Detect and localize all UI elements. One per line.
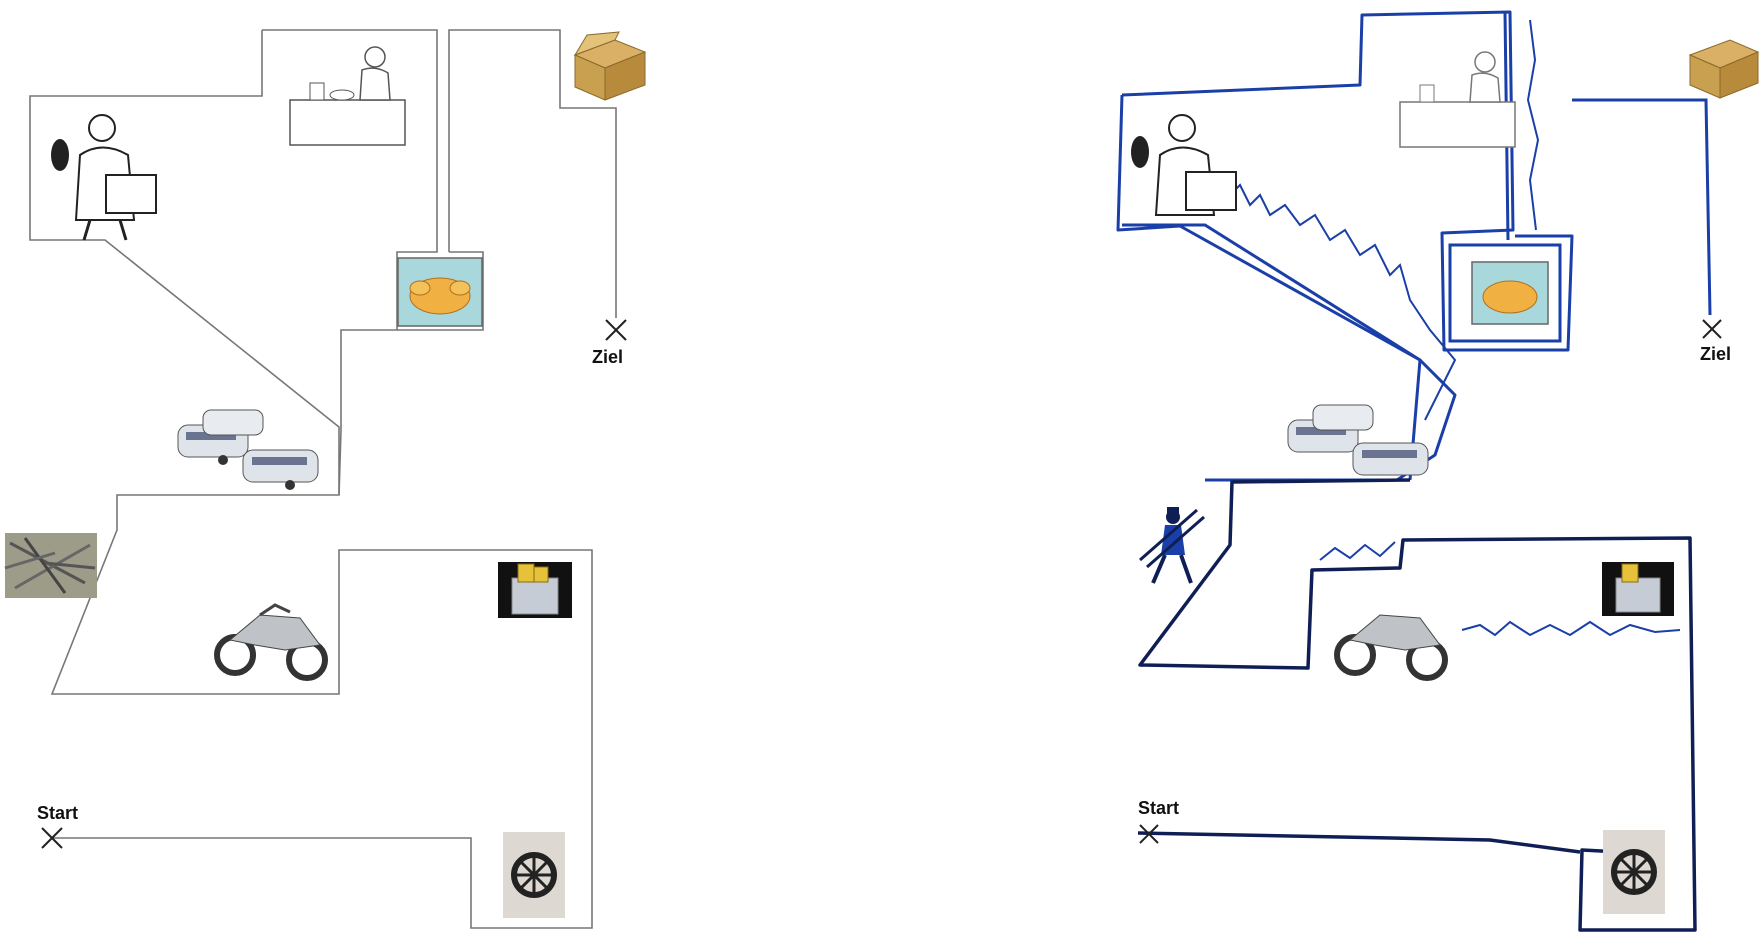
cardboard-box-icon [1688, 39, 1760, 99]
motorcycle-icon [214, 603, 328, 681]
corridor-outline-upper [29, 30, 340, 495]
drawn-path-zigzag-upper [1209, 179, 1457, 421]
start-marker [41, 827, 63, 849]
chef-counter-icon [289, 46, 406, 146]
drawn-path-lower [1138, 478, 1697, 932]
start-label: Start [37, 803, 79, 823]
goal-label: Ziel [1700, 344, 1732, 364]
drawn-path-start [1137, 831, 1581, 854]
chef-counter-icon [1399, 51, 1516, 148]
drawn-path-zigzag-lower [1461, 620, 1681, 637]
maze-outline [4, 29, 647, 929]
drawn-path-upper [1121, 10, 1574, 352]
drawn-path-zigzag-mid [1319, 541, 1396, 561]
goal-marker [605, 319, 627, 341]
butcher-icon [1131, 114, 1237, 216]
maze-drawing [1116, 10, 1760, 932]
drawn-maze-panel: Start Ziel [1110, 0, 1760, 949]
roast-chicken-icon [397, 257, 483, 327]
drawn-path-vertical-2 [1526, 19, 1540, 231]
toaster-icon [1602, 562, 1674, 616]
drawn-path-middle [1122, 223, 1422, 481]
wheel-icon [1603, 830, 1665, 914]
drawn-path-goal-arm [1572, 98, 1712, 316]
corridor-outline [50, 30, 591, 928]
butcher-icon [51, 114, 157, 241]
cardboard-box-icon [573, 31, 647, 101]
start-marker [1139, 824, 1159, 844]
toaster-icon [498, 562, 572, 618]
start-label: Start [1138, 798, 1180, 818]
drawn-chicken-box [1448, 243, 1562, 343]
motorcycle-icon [1334, 614, 1448, 681]
corridor-goal-arm [448, 29, 617, 318]
chimney-sweep-icon [1139, 507, 1205, 584]
drawn-path-upper-left [1116, 94, 1457, 482]
template-maze-panel: Start Ziel [0, 0, 700, 949]
corridor-outline-path [50, 29, 593, 929]
caravans-icon [177, 409, 319, 490]
goal-marker [1702, 319, 1722, 339]
wheel-icon [503, 832, 565, 918]
goal-label: Ziel [592, 347, 624, 367]
caravans-icon [1287, 404, 1429, 476]
corridor-goal-arm-inner [397, 251, 484, 331]
nails-photo-icon [4, 533, 97, 598]
roast-chicken-icon [1471, 261, 1549, 325]
